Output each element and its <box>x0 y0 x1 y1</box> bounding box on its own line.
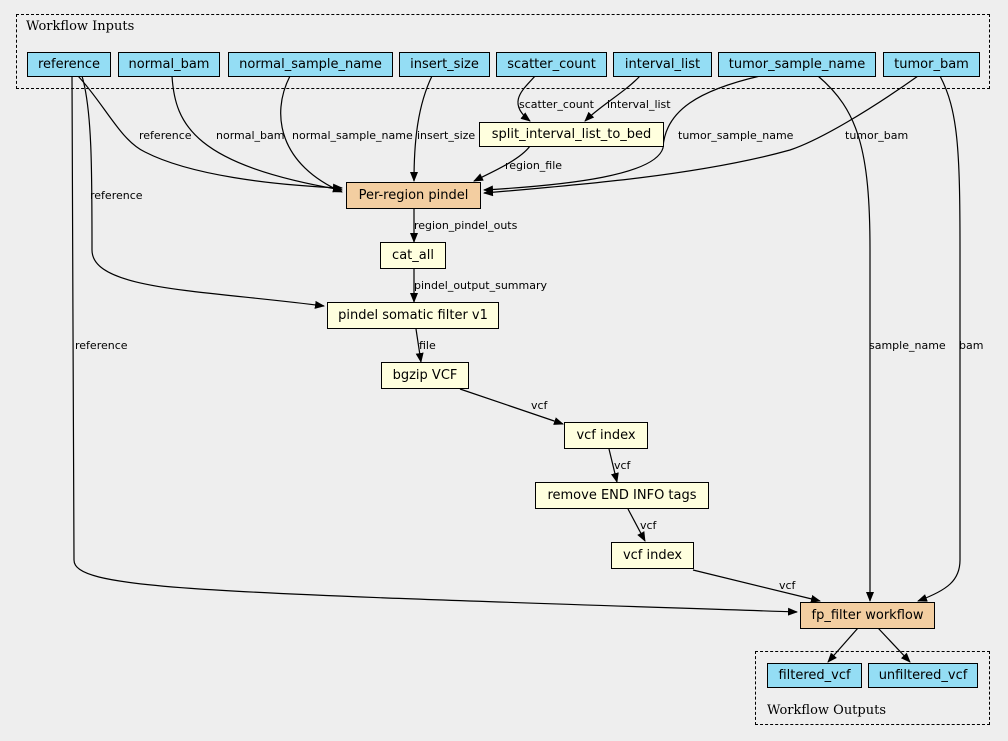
vcf-index-node-1[interactable]: vcf index <box>564 422 648 449</box>
input-scatter-count-node[interactable]: scatter_count <box>496 52 607 77</box>
edge-tumor-sample-name-pindel <box>483 75 761 194</box>
edge-vcfindex-remove <box>608 448 619 483</box>
edge-label: vcf <box>614 459 632 472</box>
edge-label: normal_bam <box>216 129 284 142</box>
bgzip-vcf-node[interactable]: bgzip VCF <box>381 362 469 389</box>
edge-scatter-count-split <box>517 75 536 122</box>
edge-label: normal_sample_name <box>292 129 413 142</box>
edge-label: region_file <box>505 159 562 172</box>
edge-label: reference <box>139 129 192 142</box>
input-tumor-bam-node[interactable]: tumor_bam <box>883 52 980 77</box>
workflow-outputs-title: Workflow Outputs <box>767 703 886 718</box>
input-interval-list-node[interactable]: interval_list <box>613 52 712 77</box>
fp-filter-workflow-node[interactable]: fp_filter workflow <box>800 602 935 629</box>
output-unfiltered-vcf-node[interactable]: unfiltered_vcf <box>868 663 978 688</box>
edge-label: vcf <box>779 579 797 592</box>
edge-fp-filtered <box>827 627 859 663</box>
edge-label: vcf <box>531 399 549 412</box>
edge-label: vcf <box>640 519 658 532</box>
edge-label: reference <box>75 339 128 352</box>
edge-reference-fp <box>71 75 798 616</box>
edge-label: file <box>419 339 436 352</box>
edge-label: interval_list <box>607 98 671 111</box>
edge-fp-unfiltered <box>877 627 911 663</box>
workflow-inputs-title: Workflow Inputs <box>26 19 135 34</box>
edge-label: bam <box>959 339 983 352</box>
edge-vcfindex2-fp <box>692 569 821 603</box>
edge-label: insert_size <box>417 129 475 142</box>
edge-bgzip-vcfindex <box>459 388 564 425</box>
edge-remove-vcfindex2 <box>627 508 646 542</box>
vcf-index-node-2[interactable]: vcf index <box>611 542 694 569</box>
edge-filter-bgzip <box>415 328 424 363</box>
edge-label: tumor_sample_name <box>678 129 794 142</box>
pindel-somatic-filter-node[interactable]: pindel somatic filter v1 <box>327 302 499 329</box>
edge-label: sample_name <box>869 339 946 352</box>
edge-interval-list-split <box>584 75 641 122</box>
edge-label: scatter_count <box>519 98 595 111</box>
workflow-inputs-cluster: Workflow Inputs <box>16 14 990 89</box>
edge-reference-pindel <box>77 75 343 192</box>
per-region-pindel-node[interactable]: Per-region pindel <box>346 182 481 209</box>
edge-tumor-bam-fp <box>917 75 961 602</box>
edge-reference-pindel-filter <box>81 75 325 309</box>
edge-insert-size-pindel <box>410 75 433 182</box>
split-interval-list-to-bed-node[interactable]: split_interval_list_to_bed <box>479 122 664 147</box>
input-tumor-sample-name-node[interactable]: tumor_sample_name <box>718 52 876 77</box>
edge-label: region_pindel_outs <box>414 219 518 232</box>
edge-label: reference <box>90 189 143 202</box>
edge-normal-sample-name-pindel <box>280 75 343 193</box>
input-normal-sample-name-node[interactable]: normal_sample_name <box>228 52 393 77</box>
remove-end-info-tags-node[interactable]: remove END INFO tags <box>535 482 709 509</box>
input-normal-bam-node[interactable]: normal_bam <box>118 52 220 77</box>
edge-label: tumor_bam <box>845 129 908 142</box>
input-insert-size-node[interactable]: insert_size <box>399 52 490 77</box>
edge-label: pindel_output_summary <box>414 279 547 292</box>
edge-normal-bam-pindel <box>171 75 343 193</box>
cat-all-node[interactable]: cat_all <box>380 242 446 269</box>
edge-tumor-bam-pindel <box>483 75 919 197</box>
input-reference-node[interactable]: reference <box>27 52 111 77</box>
edge-split-pindel <box>473 145 531 182</box>
workflow-outputs-cluster: Workflow Outputs <box>755 651 990 725</box>
edge-tumor-sample-name-fp <box>817 75 874 602</box>
output-filtered-vcf-node[interactable]: filtered_vcf <box>767 663 862 688</box>
